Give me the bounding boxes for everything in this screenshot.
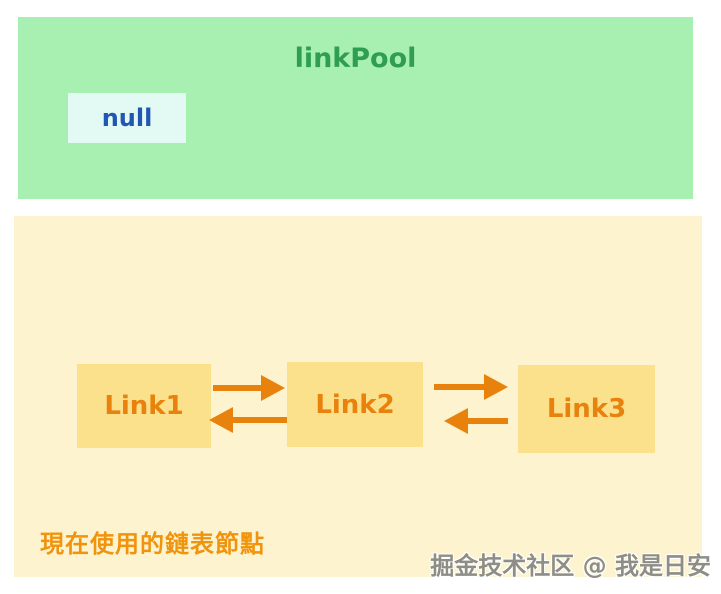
null-node: null xyxy=(68,93,186,143)
link-arrows-1-2 xyxy=(209,375,287,433)
link-node-1-label: Link1 xyxy=(104,391,184,421)
active-list-container: Link1 Link2 Link xyxy=(14,216,702,577)
arrow-left-icon xyxy=(209,407,287,433)
linkpool-title: linkPool xyxy=(294,43,417,74)
arrow-right-icon xyxy=(213,375,285,401)
arrow-right-icon xyxy=(434,374,508,400)
arrow-left-icon xyxy=(444,408,508,434)
linkpool-container: linkPool null xyxy=(18,17,693,199)
link-node-1: Link1 xyxy=(77,364,211,448)
link-node-3-label: Link3 xyxy=(546,394,627,424)
null-node-label: null xyxy=(101,104,153,132)
link-node-3: Link3 xyxy=(518,365,655,453)
active-list-caption: 現在使用的鏈表節點 xyxy=(40,530,265,558)
link-node-2: Link2 xyxy=(287,362,423,447)
link-node-2-label: Link2 xyxy=(315,389,395,420)
link-arrows-2-3 xyxy=(434,374,508,434)
watermark: 掘金技术社区 @ 我是日安 xyxy=(430,552,711,580)
